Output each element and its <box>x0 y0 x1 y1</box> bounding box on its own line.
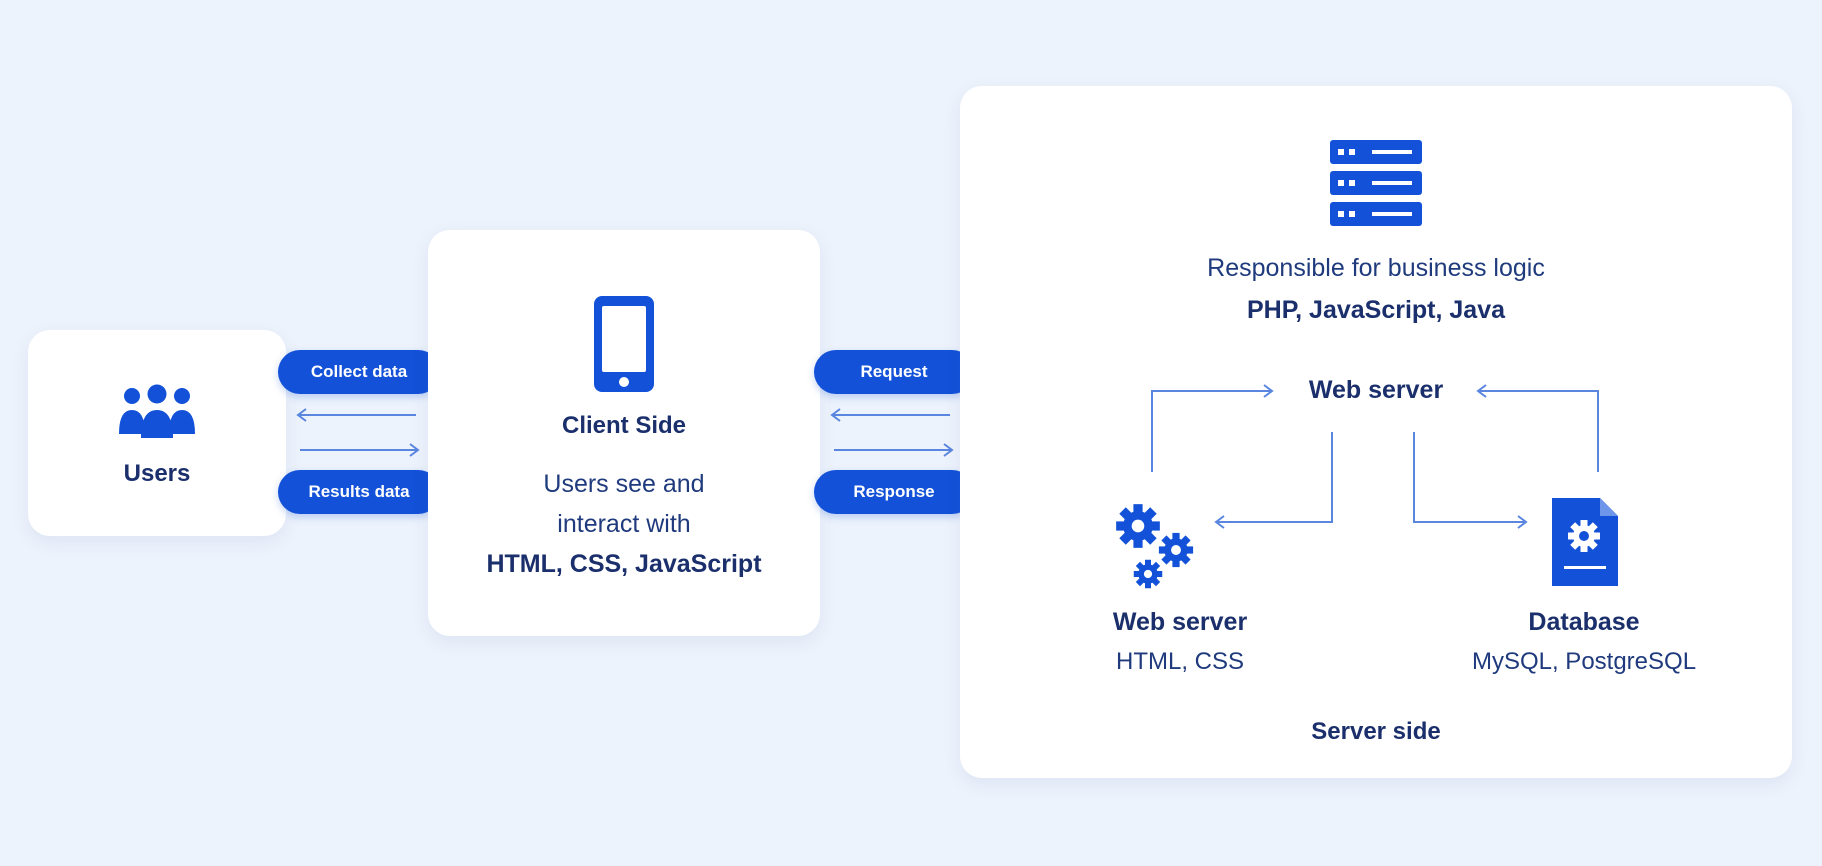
client-line-2: interact with <box>557 510 691 538</box>
server-tech: PHP, JavaScript, Java <box>1246 296 1506 324</box>
request-pill: Request <box>814 350 974 394</box>
gears-icon <box>1116 504 1194 589</box>
client-side-card: Client Side Users see and interact with … <box>428 230 820 636</box>
client-title: Client Side <box>561 412 687 439</box>
client-line-1: Users see and <box>543 470 705 498</box>
client-tech: HTML, CSS, JavaScript <box>486 550 762 578</box>
server-side-label: Server side <box>1311 718 1441 745</box>
left-arrow-icon <box>830 408 950 422</box>
users-title: Users <box>123 460 191 487</box>
server-side-card: Responsible for business logic PHP, Java… <box>960 86 1792 778</box>
server-description: Responsible for business logic <box>1207 254 1545 282</box>
results-data-pill: Results data <box>278 470 440 514</box>
connector-arrows <box>1151 384 1599 529</box>
left-arrow-icon <box>296 408 416 422</box>
users-card: Users <box>28 330 286 536</box>
web-server-title: Web server <box>1112 608 1248 636</box>
smartphone-icon <box>594 296 654 392</box>
right-arrow-icon <box>300 443 420 457</box>
server-rack-icon <box>1330 140 1422 226</box>
right-arrow-icon <box>834 443 954 457</box>
web-server-tech: HTML, CSS <box>1115 648 1244 675</box>
database-tech: MySQL, PostgreSQL <box>1471 648 1697 675</box>
response-pill: Response <box>814 470 974 514</box>
database-document-icon <box>1552 498 1618 586</box>
web-server-hub-label: Web server <box>1308 376 1444 404</box>
collect-data-pill: Collect data <box>278 350 440 394</box>
users-icon <box>119 384 195 438</box>
database-title: Database <box>1528 608 1640 636</box>
